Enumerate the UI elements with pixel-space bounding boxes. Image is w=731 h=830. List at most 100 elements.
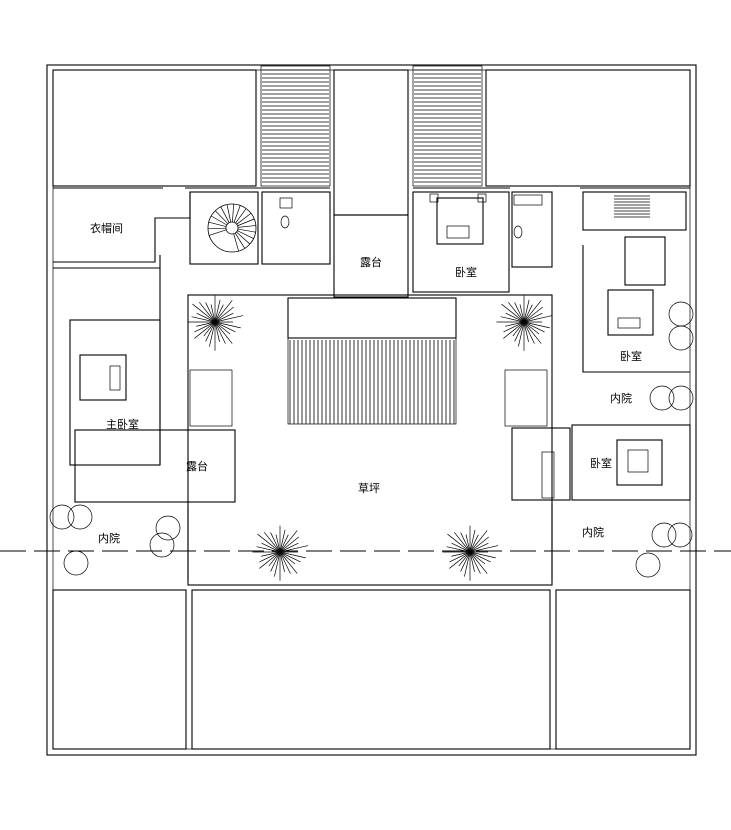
spiral-stair: [207, 203, 257, 253]
tree-branch: [214, 321, 231, 335]
tree-branch: [279, 551, 301, 563]
tree-branch: [523, 321, 542, 344]
tree-branch: [469, 551, 481, 574]
tree-branch: [214, 304, 224, 323]
tree-branch: [214, 312, 234, 323]
label-inner-court-right1: 内院: [610, 392, 632, 405]
label-terrace-top: 露台: [360, 256, 382, 269]
tree-branch: [469, 551, 491, 563]
tree-branch: [214, 306, 234, 323]
shrub-i: [63, 550, 89, 576]
spiral-tread: [236, 212, 252, 225]
tree-branch: [469, 551, 475, 572]
tree-branch: [465, 534, 471, 553]
label-terrace-left: 露台: [186, 460, 208, 473]
bathtub-d: [541, 451, 555, 499]
tree-branch: [447, 533, 471, 553]
tree-c: [252, 525, 309, 581]
master-bed-pillow: [109, 365, 121, 391]
shrub-k: [667, 522, 693, 548]
master-bedroom: [69, 319, 161, 466]
tree-branch: [214, 321, 226, 344]
tree-branch: [279, 542, 299, 553]
tree-branch: [523, 306, 543, 323]
spiral-ring: [207, 203, 257, 253]
tree-branch: [508, 302, 525, 323]
tree-branch: [523, 321, 535, 344]
spiral-tread: [233, 233, 239, 252]
spiral-tread: [232, 204, 235, 223]
spiral-tread: [215, 210, 229, 224]
tree-branch: [469, 530, 488, 553]
tree-branch: [523, 299, 530, 323]
tree-branch: [214, 321, 236, 333]
bathroom-c: [624, 236, 666, 286]
tree-branch: [279, 530, 298, 553]
label-inner-court-left: 内院: [98, 532, 120, 545]
block-right-inner: [504, 369, 548, 427]
tree-branch: [469, 551, 496, 559]
tree-branch: [469, 536, 489, 553]
tree-branch: [523, 321, 540, 335]
label-bedroom-right1: 卧室: [620, 350, 642, 363]
tree-d: [442, 525, 499, 581]
tree-branch: [523, 315, 553, 323]
tree-branch: [209, 321, 216, 347]
tree-branch: [196, 321, 216, 327]
label-lawn: 草坪: [358, 482, 380, 495]
bed-top-right-stand: [477, 193, 487, 203]
terrace-left-inner: [189, 369, 233, 427]
room-bottom-center: [191, 589, 551, 750]
bed-right2: [616, 439, 663, 486]
tree-branch: [196, 312, 216, 323]
spiral-tread: [220, 206, 230, 223]
tree-branch: [199, 302, 216, 323]
tree-branch: [261, 542, 281, 553]
tree-branch: [523, 321, 545, 333]
label-cloakroom: 衣帽间: [90, 222, 123, 235]
tree-branch: [256, 546, 281, 553]
tree-branch: [460, 532, 471, 553]
bedroom-right2: [571, 424, 691, 501]
tree-branch: [523, 312, 543, 323]
bathtub-b: [513, 194, 543, 206]
tree-branch: [205, 302, 216, 323]
tree-branch: [279, 534, 289, 553]
tree-branch: [519, 304, 525, 323]
room-top-left: [52, 69, 257, 187]
tree-branch: [523, 321, 550, 329]
toilet-a: [279, 197, 293, 209]
shrub-j: [651, 522, 677, 548]
spiral-tread: [235, 208, 247, 224]
shrub-a: [668, 301, 694, 327]
stair-right-box: [582, 191, 687, 231]
tree-branch: [469, 551, 488, 574]
bedroom-top: [412, 191, 510, 293]
tree-branch: [523, 300, 542, 323]
tree-branch: [514, 302, 525, 323]
tree-branch: [460, 551, 471, 572]
tree-branch: [194, 321, 216, 333]
tree-branch: [449, 551, 471, 563]
tree-branch: [454, 532, 471, 553]
label-bedroom-right2: 卧室: [590, 457, 612, 470]
tree-branch: [449, 551, 471, 569]
tree-a: [187, 295, 244, 351]
bed-top-left-stand: [429, 193, 439, 203]
tree-branch: [446, 546, 471, 553]
tree-branch: [505, 321, 525, 327]
tree-branch: [469, 545, 499, 553]
shrub-h: [149, 532, 175, 558]
tree-branch: [505, 312, 525, 323]
shrub-c: [649, 385, 675, 411]
outer-wall: [46, 64, 697, 756]
tree-branch: [279, 529, 286, 553]
tree-branch: [214, 315, 244, 323]
bed-right2-pillow: [627, 449, 649, 473]
bed-top: [436, 197, 484, 245]
toilet-b: [513, 225, 523, 239]
spiral-tread: [226, 204, 232, 223]
tree-branch: [259, 551, 281, 563]
tree-branch: [279, 536, 299, 553]
